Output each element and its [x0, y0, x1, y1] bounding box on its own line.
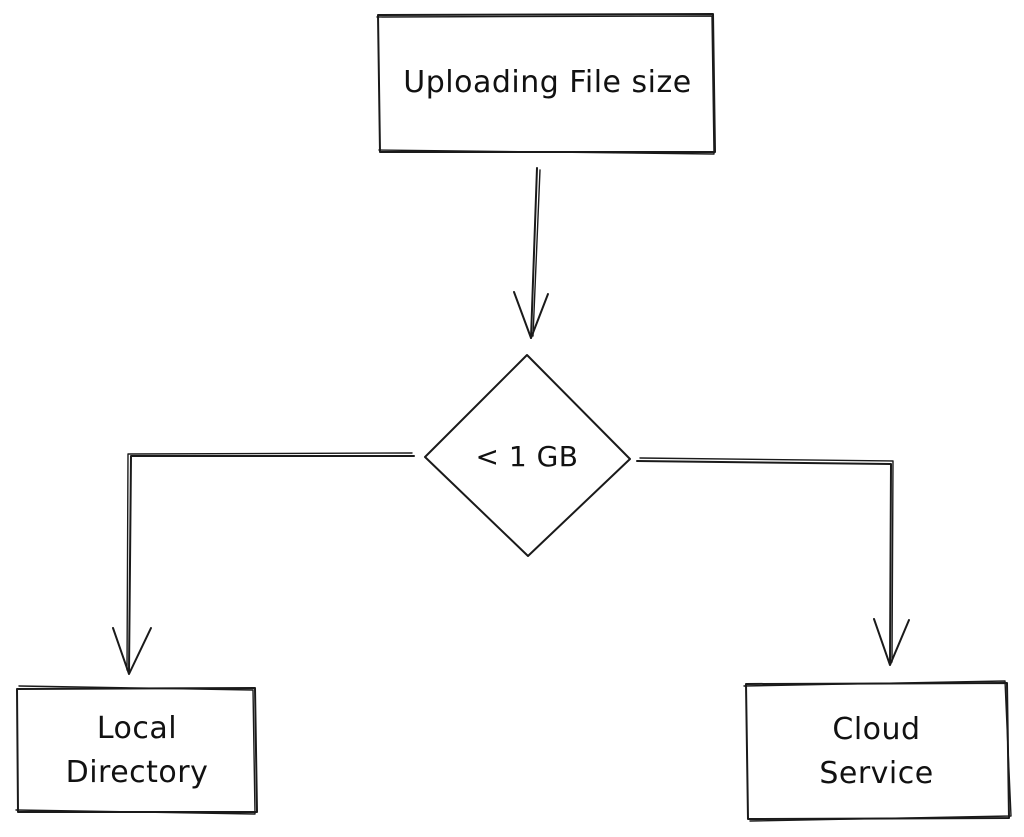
local-directory-label-line1: Local — [96, 711, 178, 746]
arrow-decision-to-local — [112, 452, 415, 675]
decision-diamond — [424, 354, 631, 557]
upload-label: Uploading File size — [403, 65, 692, 100]
upload-box — [376, 13, 716, 155]
arrow-decision-to-cloud — [636, 457, 910, 666]
arrow-upload-to-decision — [513, 167, 549, 339]
decision-label: < 1 GB — [475, 440, 579, 473]
cloud-service-label-line2: Service — [819, 756, 934, 791]
local-directory-box — [15, 685, 258, 815]
cloud-service-box — [743, 680, 1012, 822]
cloud-service-label-line1: Cloud — [832, 712, 921, 747]
local-directory-label-line2: Directory — [65, 755, 209, 790]
